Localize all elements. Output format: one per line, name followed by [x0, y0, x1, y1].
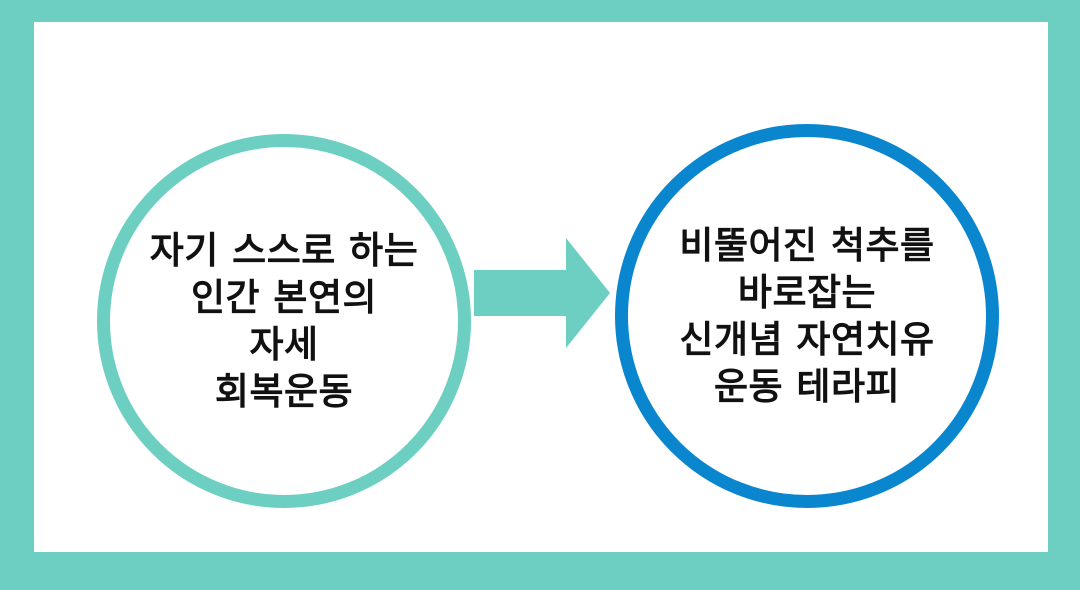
- right-circle-line-1: 비뚤어진 척추를: [679, 224, 935, 267]
- left-circle-text: 자기 스스로 하는 인간 본연의 자세 회복운동: [150, 227, 419, 415]
- left-circle-line-1: 자기 스스로 하는: [149, 229, 419, 272]
- right-circle-line-3: 신개념 자연치유: [679, 318, 935, 361]
- right-circle-line-4: 운동 테라피: [713, 365, 901, 408]
- left-circle: 자기 스스로 하는 인간 본연의 자세 회복운동: [97, 134, 471, 508]
- left-circle-line-3: 자세: [249, 323, 319, 366]
- right-circle: 비뚤어진 척추를 바로잡는 신개념 자연치유 운동 테라피: [615, 124, 999, 508]
- left-circle-line-2: 인간 본연의: [190, 276, 378, 319]
- diagram-panel: 자기 스스로 하는 인간 본연의 자세 회복운동 비뚤어진 척추를 바로잡는 신…: [34, 22, 1048, 552]
- left-circle-line-4: 회복운동: [214, 370, 354, 413]
- right-circle-line-2: 바로잡는: [737, 271, 877, 314]
- arrow-shape: [474, 238, 610, 348]
- right-circle-text: 비뚤어진 척추를 바로잡는 신개념 자연치유 운동 테라피: [679, 222, 934, 410]
- right-arrow-icon: [474, 238, 610, 348]
